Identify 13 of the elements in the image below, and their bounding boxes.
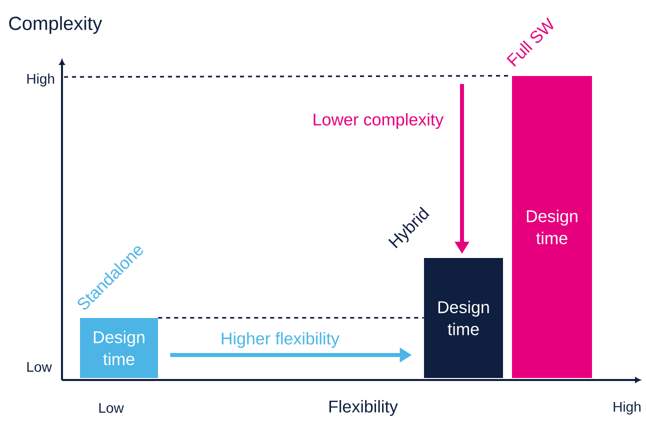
- bar: Design time: [424, 258, 503, 378]
- bar: Design time: [512, 76, 592, 378]
- bar: Design time: [80, 318, 158, 378]
- tick-label: High: [614, 401, 640, 415]
- tick-label: High: [27, 73, 54, 87]
- tick-label: Low: [99, 403, 124, 413]
- edge-label: Lower complexity: [311, 112, 445, 130]
- axis-title: Flexibility: [329, 400, 398, 416]
- node-label: Design time: [438, 300, 489, 336]
- edge-label: Higher flexibility: [219, 331, 341, 349]
- bar-label: Full SW: [506, 17, 554, 67]
- axis-title: Complexity: [9, 16, 102, 34]
- tick-label: Low: [27, 362, 52, 372]
